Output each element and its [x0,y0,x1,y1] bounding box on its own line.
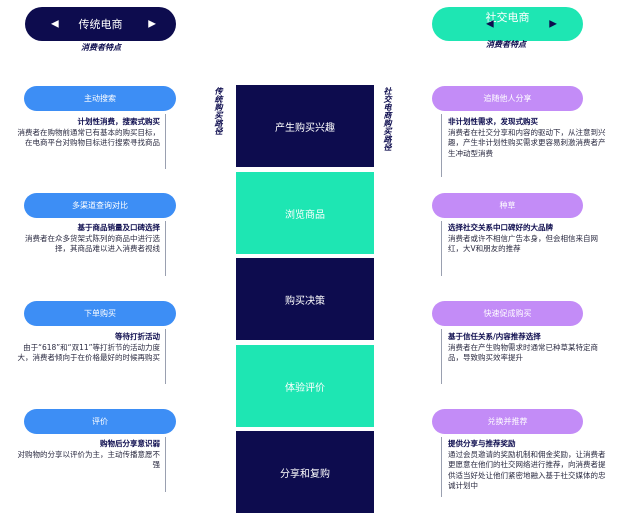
left-title-3: 等待打折活动 [115,332,160,341]
left-title-4: 购物后分享意识弱 [100,439,160,448]
left-body-1: 消费者在购物前通常已有基本的购买目标，在电商平台对购物目标进行搜索寻找商品 [17,127,161,148]
left-pill-review: 评价 [24,409,176,434]
left-divider-2 [165,221,166,276]
step-review: 体验评价 [236,345,374,427]
right-pill-seeding: 种草 [432,193,583,218]
left-text-4: 购物后分享意识弱 对购物的分享以评价为主，主动传播意愿不强 [14,439,161,471]
left-pill-order: 下单购买 [24,301,176,326]
right-title-3: 基于信任关系/内容推荐选择 [448,332,541,341]
right-body-4: 通过会员邀请的奖励机制和佣金奖励，让消费者更愿意在他们的社交网络进行推荐，向消费… [448,449,606,491]
right-body-3: 消费者在产生购物需求时通常已种草某特定商品，导致购买效率提升 [448,342,598,363]
left-body-3: 由于“618”和“双11”等打折节的活动力度大，消费者倾向于在价格最好的时候再购… [17,342,161,363]
right-title-2: 选择社交关系中口碑好的大品牌 [448,223,553,232]
right-text-4: 提供分享与推荐奖励 通过会员邀请的奖励机制和佣金奖励，让消费者更愿意在他们的社交… [448,439,606,492]
left-divider-1 [165,114,166,169]
header-traditional-ecommerce[interactable]: ◀ 传统电商 ▶ [25,7,176,41]
header-right-label: 社交电商 [485,11,530,24]
right-pill-fast-purchase: 快速促成购买 [432,301,583,326]
step-browse: 浏览商品 [236,172,374,254]
right-divider-4 [441,437,442,497]
triangle-left-icon[interactable]: ◀ [486,18,494,30]
step-interest: 产生购买兴趣 [236,85,374,167]
left-body-2: 消费者在众多货架式陈列的商品中进行选择，其商品难以进入消费者视线 [25,233,160,254]
left-divider-3 [165,329,166,384]
right-text-1: 非计划性需求，发现式购买 消费者在社交分享和内容的驱动下，从注意到兴趣，产生非计… [448,117,606,159]
header-social-ecommerce[interactable]: 社交电商 ◀ ▶ [432,7,583,41]
right-pill-redeem-recommend: 兑换并推荐 [432,409,583,434]
left-title-1: 计划性消费，搜索式购买 [77,117,161,126]
vertical-label-traditional-path: 传统购买路径 [214,87,223,135]
left-text-1: 计划性消费，搜索式购买 消费者在购物前通常已有基本的购买目标，在电商平台对购物目… [14,117,161,149]
triangle-right-icon[interactable]: ▶ [549,18,557,30]
left-pill-active-search: 主动搜索 [24,86,176,111]
left-caption: 消费者特点 [81,43,121,52]
left-pill-compare: 多渠道查询对比 [24,193,176,218]
left-title-2: 基于商品销量及口碑选择 [77,223,161,232]
right-text-2: 选择社交关系中口碑好的大品牌 消费者或许不相信广告本身，但会相信来自网红，大V和… [448,223,606,255]
right-title-4: 提供分享与推荐奖励 [448,439,516,448]
right-pill-follow-share: 追随他人分享 [432,86,583,111]
right-body-2: 消费者或许不相信广告本身，但会相信来自网红，大V和朋友的推荐 [448,233,598,254]
header-left-label: 传统电商 [78,18,123,31]
right-title-1: 非计划性需求，发现式购买 [448,117,538,126]
vertical-label-social-path: 社交电商购买路径 [383,87,392,151]
right-text-3: 基于信任关系/内容推荐选择 消费者在产生购物需求时通常已种草某特定商品，导致购买… [448,332,606,364]
right-divider-3 [441,329,442,384]
left-body-4: 对购物的分享以评价为主，主动传播意愿不强 [17,449,161,470]
right-body-1: 消费者在社交分享和内容的驱动下，从注意到兴趣，产生非计划性购买需求更容易刺激消费… [448,127,606,158]
right-divider-2 [441,221,442,276]
right-caption: 消费者特点 [486,40,526,49]
left-text-3: 等待打折活动 由于“618”和“双11”等打折节的活动力度大，消费者倾向于在价格… [14,332,161,364]
step-decision: 购买决策 [236,258,374,340]
left-divider-4 [165,437,166,492]
step-share-repurchase: 分享和复购 [236,431,374,513]
right-divider-1 [441,114,442,177]
triangle-left-icon[interactable]: ◀ [51,18,59,30]
triangle-right-icon[interactable]: ▶ [148,18,156,30]
left-text-2: 基于商品销量及口碑选择 消费者在众多货架式陈列的商品中进行选择，其商品难以进入消… [14,223,160,255]
